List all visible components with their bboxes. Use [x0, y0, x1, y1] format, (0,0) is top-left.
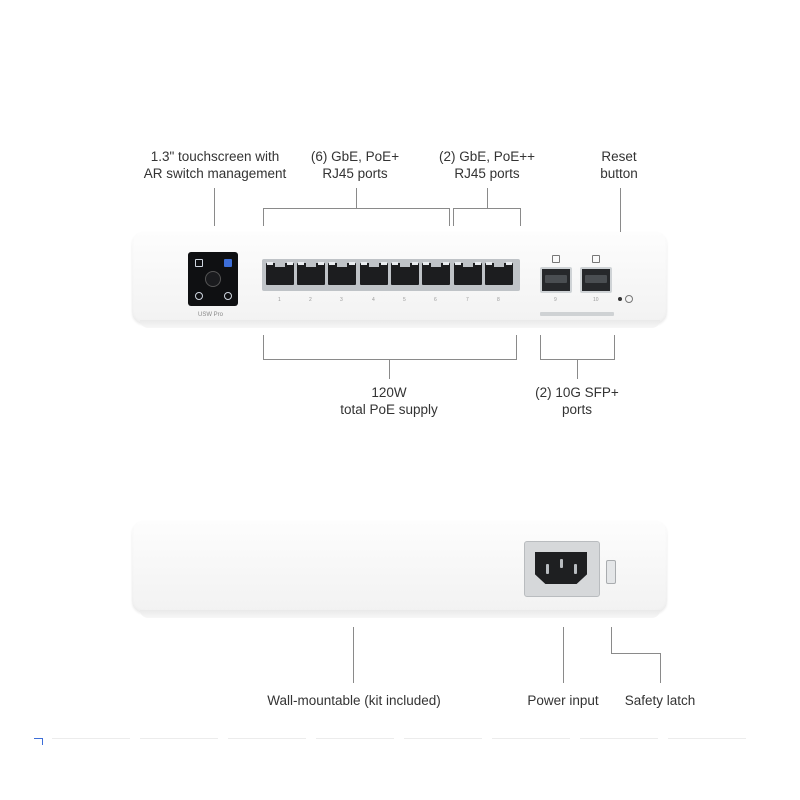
reset-indicator-icon	[625, 295, 633, 303]
center-dial-icon	[205, 271, 221, 287]
sfp-bracket-left	[540, 335, 541, 359]
power-input-socket[interactable]	[524, 541, 600, 597]
poe-plus-label: (6) GbE, PoE+ RJ45 ports	[300, 148, 410, 182]
power-input-label: Power input	[527, 693, 599, 708]
port-number: 2	[309, 297, 312, 303]
reset-label-line1: Reset	[601, 149, 637, 164]
switch-rear-base	[140, 610, 660, 618]
sfp-label: (2) 10G SFP+ ports	[522, 384, 632, 418]
safety-latch-leader-horizontal	[611, 653, 661, 654]
thumbnail[interactable]	[316, 738, 394, 751]
sfp-port-9[interactable]	[540, 267, 572, 293]
poe-plus-bracket-left	[263, 208, 264, 226]
touchscreen-label: 1.3" touchscreen with AR switch manageme…	[140, 148, 290, 182]
thumbnail-strip	[34, 738, 752, 751]
touchscreen-label-line2: AR switch management	[143, 166, 287, 181]
safety-latch-label: Safety latch	[624, 693, 696, 708]
network-icon	[224, 292, 232, 300]
rj45-port-6[interactable]	[422, 262, 450, 285]
power-input-leader	[563, 627, 564, 683]
poe-supply-label: 120W total PoE supply	[324, 384, 454, 418]
sfp-label-line1: (2) 10G SFP+	[535, 385, 619, 400]
thumbnail[interactable]	[404, 738, 482, 751]
port-number: 4	[372, 297, 375, 303]
poe-plus-label-line1: (6) GbE, PoE+	[310, 149, 400, 164]
home-icon	[195, 259, 203, 267]
sfp-leader-stem	[577, 359, 578, 379]
switch-front-base	[140, 320, 660, 328]
corner-marker-icon	[34, 738, 43, 745]
port-number: 5	[403, 297, 406, 303]
thumbnail[interactable]	[228, 738, 306, 751]
port-number: 10	[593, 297, 599, 303]
poe-supply-bracket	[263, 359, 517, 360]
reset-button[interactable]	[618, 297, 622, 301]
rj45-port-4[interactable]	[360, 262, 388, 285]
thumbnail[interactable]	[580, 738, 658, 751]
port-number: 8	[497, 297, 500, 303]
poe-plus-plus-bracket-left	[453, 208, 454, 226]
touchscreen-leader	[214, 188, 215, 226]
port-number: 6	[434, 297, 437, 303]
safety-latch[interactable]	[606, 560, 616, 584]
poe-plus-bracket-right	[449, 208, 450, 226]
safety-latch-leader-vertical	[611, 627, 612, 653]
sfp-bracket-right	[614, 335, 615, 359]
thumbnail[interactable]	[668, 738, 746, 751]
poe-plus-leader-stem	[356, 188, 357, 208]
model-label: USW Pro	[198, 312, 224, 318]
port-number: 1	[278, 297, 281, 303]
sfp-port-10[interactable]	[580, 267, 612, 293]
rj45-port-5[interactable]	[391, 262, 419, 285]
poe-supply-bracket-right	[516, 335, 517, 359]
port-number: 7	[466, 297, 469, 303]
power-pin-icon	[574, 564, 577, 574]
wall-mount-label: Wall-mountable (kit included)	[267, 693, 441, 708]
reset-label: Reset button	[588, 148, 650, 182]
info-icon	[195, 292, 203, 300]
poe-supply-bracket-left	[263, 335, 264, 359]
poe-supply-label-line1: 120W	[371, 385, 407, 400]
poe-plus-plus-leader-stem	[487, 188, 488, 208]
poe-supply-label-line2: total PoE supply	[340, 402, 438, 417]
poe-plus-plus-bracket	[453, 208, 521, 209]
rj45-port-7[interactable]	[454, 262, 482, 285]
sfp-led-icon	[592, 255, 600, 263]
touchscreen-label-line1: 1.3" touchscreen with	[150, 149, 280, 164]
settings-icon	[224, 259, 232, 267]
safety-latch-leader-stem	[660, 653, 661, 683]
rj45-port-1[interactable]	[266, 262, 294, 285]
rj45-port-3[interactable]	[328, 262, 356, 285]
poe-plus-plus-label-line2: RJ45 ports	[454, 166, 520, 181]
rj45-port-2[interactable]	[297, 262, 325, 285]
thumbnail[interactable]	[492, 738, 570, 751]
poe-supply-leader-stem	[389, 359, 390, 379]
reset-label-line2: button	[600, 166, 638, 181]
thumbnail[interactable]	[52, 738, 130, 751]
poe-plus-plus-label: (2) GbE, PoE++ RJ45 ports	[432, 148, 542, 182]
power-pin-icon	[560, 559, 563, 568]
thumbnail[interactable]	[140, 738, 218, 751]
port-number: 9	[554, 297, 557, 303]
power-pin-icon	[546, 564, 549, 574]
rj45-port-8[interactable]	[485, 262, 513, 285]
sfp-label-line2: ports	[561, 402, 592, 417]
poe-plus-plus-bracket-right	[520, 208, 521, 226]
touchscreen-display[interactable]	[188, 252, 238, 306]
poe-plus-plus-label-line1: (2) GbE, PoE++	[438, 149, 536, 164]
sfp-label-strip	[540, 312, 614, 316]
poe-plus-label-line2: RJ45 ports	[322, 166, 388, 181]
port-number: 3	[340, 297, 343, 303]
poe-plus-bracket	[263, 208, 450, 209]
power-socket-cavity	[535, 552, 587, 584]
sfp-led-icon	[552, 255, 560, 263]
wall-mount-leader	[353, 627, 354, 683]
